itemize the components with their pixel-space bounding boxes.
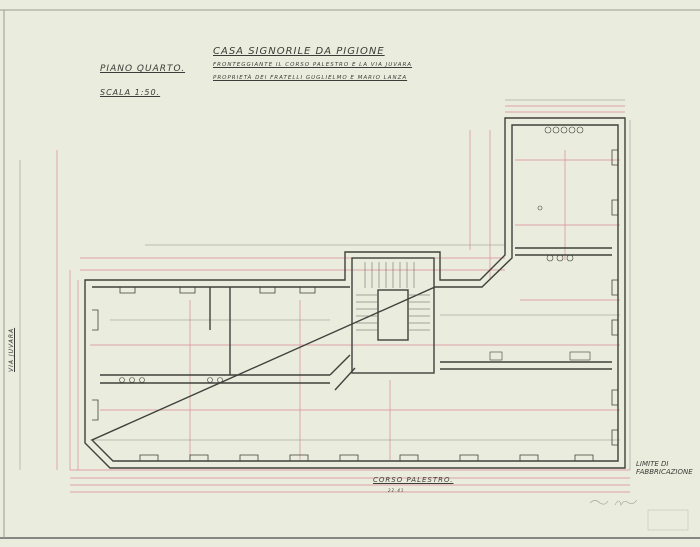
staircase	[351, 257, 435, 374]
overall-dimension-label: 22.41	[388, 488, 405, 493]
drawing-subtitle-location: FRONTEGGIANTE IL CORSO PALESTRO E LA VIA…	[213, 62, 413, 68]
fixtures	[119, 126, 591, 383]
pencil-signature	[589, 499, 638, 506]
stair-well	[377, 289, 409, 341]
inner-wall	[90, 124, 619, 462]
drawing-title: CASA SIGNORILE DA PIGIONE	[213, 46, 385, 57]
scale-label: SCALA 1:50.	[100, 88, 161, 97]
outer-wall	[84, 117, 626, 469]
drawing-subtitle-owners: PROPRIETÀ DEI FRATELLI GUGLIELMO E MARIO…	[213, 75, 408, 81]
street-label-left: VIA JUVARA	[8, 327, 15, 372]
dimension-lines	[56, 105, 630, 493]
street-label-bottom: CORSO PALESTRO.	[373, 476, 454, 484]
archive-stamp	[647, 509, 689, 531]
building-walls	[84, 117, 626, 469]
stair-treads	[356, 262, 430, 331]
building-limit-label: LIMITE DI FABBRICAZIONE	[636, 460, 693, 476]
construction-lines	[19, 99, 631, 470]
floor-label: PIANO QUARTO.	[100, 64, 186, 74]
window-recesses	[92, 149, 618, 461]
